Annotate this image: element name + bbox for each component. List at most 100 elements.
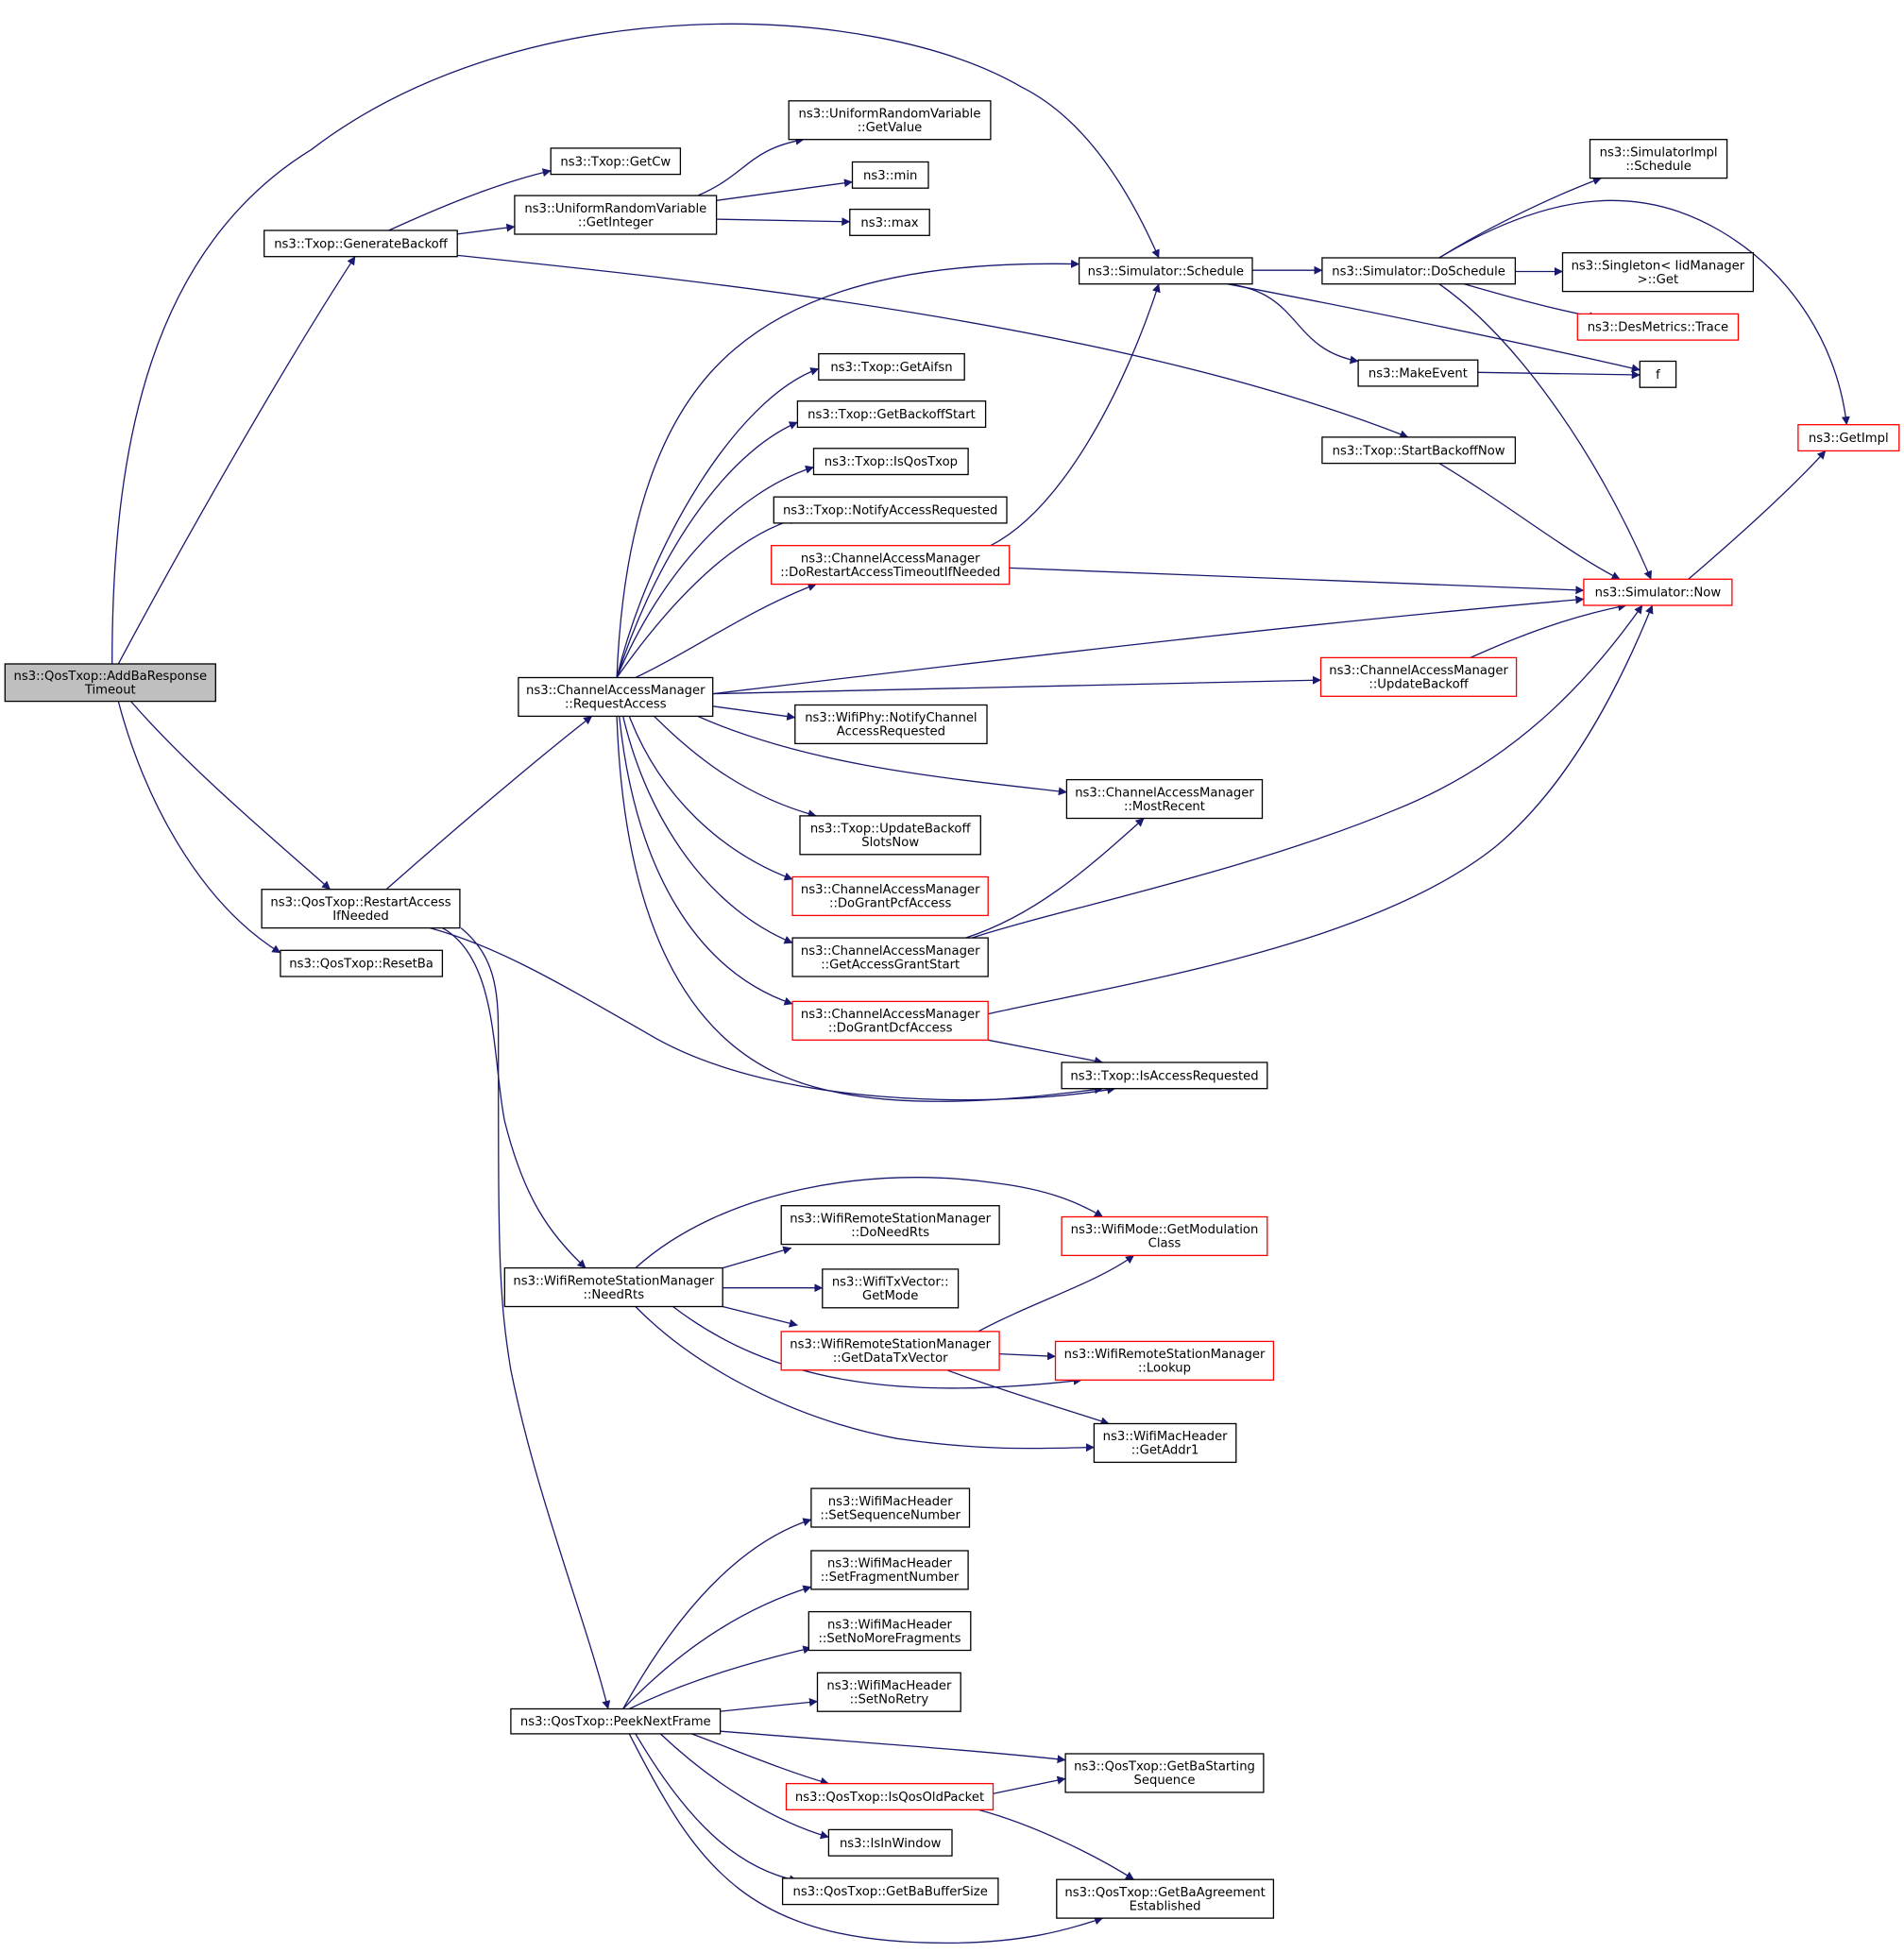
- function-node[interactable]: ns3::Txop::IsAccessRequested: [1061, 1061, 1268, 1090]
- function-node-label: ns3::Txop::GetAifsn: [830, 361, 952, 375]
- function-node-box: [503, 1266, 723, 1308]
- function-node-box: [780, 1331, 1000, 1371]
- function-node[interactable]: ns3::IsInWindow: [827, 1828, 953, 1857]
- function-node[interactable]: ns3::QosTxop::ResetBa: [280, 949, 444, 977]
- function-node-box: [785, 1782, 994, 1810]
- function-node-label: ns3::Txop::StartBackoffNow: [1333, 444, 1505, 458]
- function-node-label: ns3::Simulator::Schedule: [1088, 264, 1244, 279]
- function-node-box: [791, 937, 989, 977]
- function-node[interactable]: ns3::MakeEvent: [1357, 359, 1479, 387]
- call-edge-path: [946, 1369, 1110, 1426]
- call-edge-path: [616, 716, 1104, 1102]
- function-node-label: ::SetFragmentNumber: [821, 1571, 960, 1585]
- call-edge-path: [430, 926, 1116, 1101]
- call-edge: [460, 927, 611, 1709]
- function-node-label: Class: [1148, 1237, 1182, 1251]
- function-node-box: [827, 1828, 953, 1857]
- call-edge-path: [691, 1733, 829, 1786]
- function-node[interactable]: ns3::DesMetrics::Trace: [1576, 313, 1740, 341]
- function-node-box: [1321, 257, 1517, 285]
- function-node[interactable]: ns3::ChannelAccessManager::MostRecent: [1065, 778, 1264, 820]
- function-node[interactable]: ns3::WifiMacHeader::SetNoMoreFragments: [808, 1610, 972, 1652]
- function-node[interactable]: ns3::WifiRemoteStationManager::DoNeedRts: [780, 1205, 1000, 1246]
- function-node-box: [1093, 1422, 1237, 1464]
- function-node-label: ::SetSequenceNumber: [820, 1508, 960, 1522]
- function-node-box: [780, 1205, 1000, 1246]
- function-node[interactable]: ns3::ChannelAccessManager::UpdateBackoff: [1319, 656, 1518, 697]
- function-node[interactable]: ns3::Txop::GenerateBackoff: [264, 229, 458, 258]
- function-node[interactable]: ns3::QosTxop::GetBaBufferSize: [781, 1877, 999, 1906]
- function-node[interactable]: ns3::WifiPhy::NotifyChannelAccessRequest…: [794, 704, 988, 745]
- function-node[interactable]: ns3::Singleton< IidManager>::Get: [1561, 252, 1755, 293]
- function-node[interactable]: ns3::WifiRemoteStationManager::NeedRts: [503, 1266, 723, 1308]
- function-node[interactable]: ns3::WifiMacHeader::SetFragmentNumber: [810, 1550, 969, 1590]
- function-node[interactable]: ns3::Simulator::DoSchedule: [1321, 257, 1517, 285]
- function-node-box: [822, 1268, 960, 1309]
- function-node[interactable]: ns3::max: [849, 208, 930, 236]
- function-node[interactable]: ns3::Simulator::Schedule: [1078, 257, 1253, 285]
- call-edge-path: [712, 675, 1321, 695]
- function-node[interactable]: ns3::SimulatorImpl::Schedule: [1589, 139, 1728, 179]
- function-node-box: [781, 1877, 999, 1906]
- function-node[interactable]: ns3::WifiTxVector::GetMode: [822, 1268, 960, 1309]
- function-node-label: ns3::Txop::UpdateBackoff: [810, 823, 972, 837]
- function-node[interactable]: ns3::min: [851, 161, 929, 189]
- function-node-label: ns3::Txop::GenerateBackoff: [274, 237, 448, 251]
- function-node-box: [1319, 656, 1518, 697]
- function-node[interactable]: ns3::ChannelAccessManager::DoGrantDcfAcc…: [791, 1000, 989, 1041]
- function-node[interactable]: ns3::WifiMacHeader::SetSequenceNumber: [810, 1487, 971, 1528]
- function-node-label: ns3::DesMetrics::Trace: [1588, 321, 1728, 335]
- function-node[interactable]: ns3::Txop::StartBackoffNow: [1321, 436, 1517, 465]
- function-node[interactable]: ns3::Simulator::Now: [1583, 578, 1733, 606]
- function-node-label: ns3::WifiMode::GetModulation: [1071, 1223, 1259, 1237]
- function-node-label: AccessRequested: [837, 725, 945, 739]
- function-node-label: ns3::QosTxop::ResetBa: [289, 958, 434, 972]
- function-node-label: ns3::Txop::GetBackoffStart: [808, 408, 976, 422]
- function-node-label: ns3::WifiRemoteStationManager: [1064, 1348, 1266, 1362]
- call-edge-path: [616, 516, 798, 678]
- function-node[interactable]: ns3::WifiRemoteStationManager::Lookup: [1054, 1340, 1275, 1381]
- function-node[interactable]: ns3::ChannelAccessManager::DoRestartAcce…: [771, 545, 1011, 586]
- call-edge-path: [993, 1775, 1066, 1794]
- function-node[interactable]: ns3::Txop::IsQosTxop: [812, 448, 969, 476]
- call-edge-path: [978, 1809, 1134, 1880]
- function-node[interactable]: ns3::Txop::GetAifsn: [818, 352, 965, 381]
- function-node[interactable]: ns3::QosTxop::IsQosOldPacket: [785, 1782, 994, 1810]
- function-node-box: [1078, 257, 1253, 285]
- function-node[interactable]: f: [1639, 360, 1677, 388]
- call-edge: [722, 1305, 798, 1328]
- function-node[interactable]: ns3::ChannelAccessManager::GetAccessGran…: [791, 937, 989, 977]
- function-node-box: [1321, 436, 1517, 465]
- function-node-label: ::DoGrantDcfAccess: [828, 1022, 953, 1036]
- function-node-label: ns3::WifiMacHeader: [827, 1618, 953, 1632]
- function-node[interactable]: ns3::WifiRemoteStationManager::GetDataTx…: [780, 1331, 1000, 1371]
- call-edge-path: [628, 716, 793, 881]
- function-node-box: [1797, 424, 1900, 452]
- call-edge: [616, 259, 1080, 678]
- call-edge: [457, 254, 1409, 438]
- function-node-label: ::DoNeedRts: [851, 1226, 929, 1240]
- function-node[interactable]: ns3::QosTxop::PeekNextFrame: [510, 1707, 722, 1735]
- function-node[interactable]: ns3::Txop::NotifyAccessRequested: [773, 496, 1008, 524]
- function-node[interactable]: ns3::Txop::GetBackoffStart: [796, 400, 987, 429]
- function-node[interactable]: ns3::GetImpl: [1797, 424, 1900, 452]
- function-node[interactable]: ns3::Txop::GetCw: [550, 147, 682, 176]
- function-node[interactable]: ns3::WifiMacHeader::GetAddr1: [1093, 1422, 1237, 1464]
- function-node[interactable]: ns3::UniformRandomVariable::GetInteger: [514, 195, 718, 235]
- function-node-box: [849, 208, 930, 236]
- function-node-box: [1061, 1061, 1268, 1090]
- function-node[interactable]: ns3::WifiMacHeader::SetNoRetry: [816, 1672, 961, 1712]
- call-edge-path: [990, 283, 1161, 547]
- function-node[interactable]: ns3::ChannelAccessManager::DoGrantPcfAcc…: [791, 875, 989, 917]
- call-edge: [622, 1585, 812, 1709]
- call-edge-path: [457, 254, 1409, 438]
- function-node[interactable]: ns3::UniformRandomVariable::GetValue: [788, 100, 992, 141]
- function-node[interactable]: ns3::ChannelAccessManager::RequestAccess: [518, 676, 714, 718]
- function-node-box: [4, 663, 216, 703]
